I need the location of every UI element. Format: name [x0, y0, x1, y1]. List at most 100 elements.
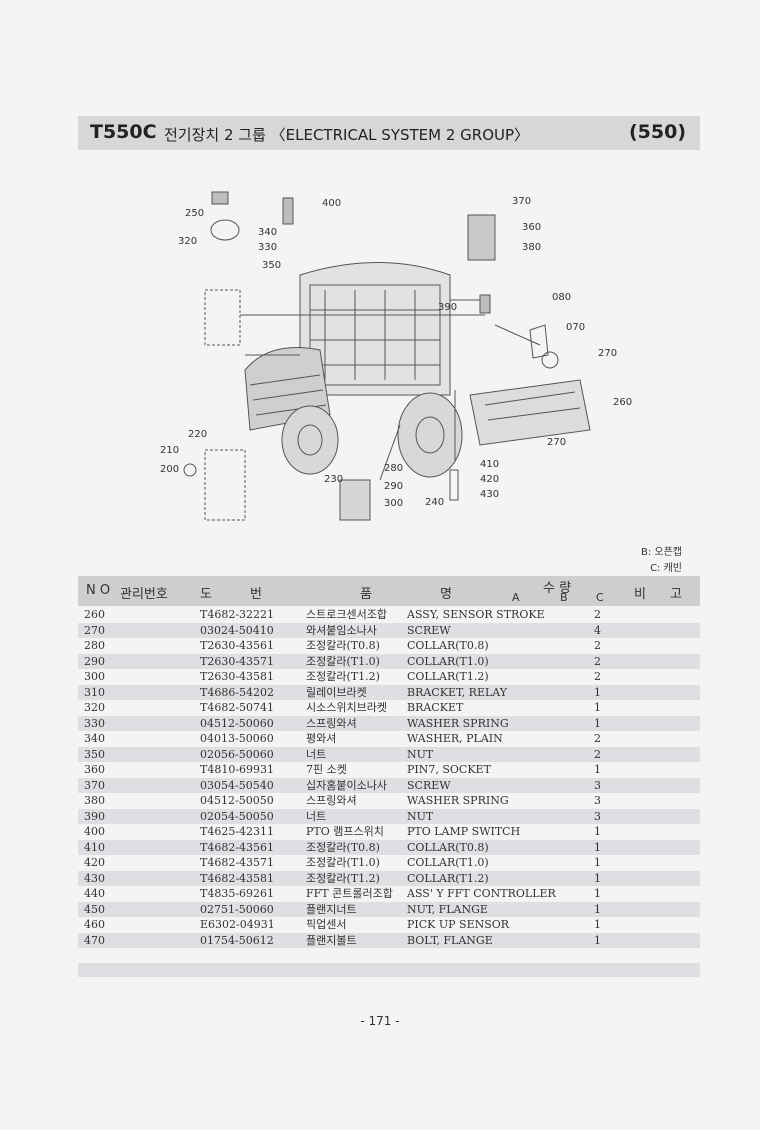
- row-name-english: BOLT, FLANGE: [407, 933, 493, 947]
- row-no: 280: [84, 639, 105, 652]
- row-no: 450: [84, 902, 105, 916]
- row-quantity: 1: [594, 887, 601, 900]
- row-no: 440: [84, 887, 105, 900]
- row-name-english: ASS' Y FFT CONTROLLER: [407, 887, 556, 900]
- callout-240: 240: [425, 497, 444, 508]
- row-part-number: 04512-50050: [200, 794, 274, 807]
- row-name-korean: 와셔붙임소나사: [306, 623, 377, 637]
- row-quantity: 3: [594, 794, 601, 807]
- page-title: 전기장치 2 그룹 〈ELECTRICAL SYSTEM 2 GROUP〉: [164, 126, 530, 144]
- row-name-korean: 십자홈붙이소나사: [306, 778, 387, 792]
- row-name-english: BRACKET, RELAY: [407, 685, 508, 699]
- callout-370: 370: [512, 196, 531, 207]
- row-part-number: T4682-32221: [200, 608, 275, 621]
- row-name-korean: 픽업센서: [306, 918, 347, 931]
- callout-270-bottom: 270: [547, 437, 566, 448]
- row-name-english: PIN7, SOCKET: [407, 763, 491, 776]
- row-name-english: WASHER, PLAIN: [407, 732, 503, 745]
- row-quantity: 2: [594, 747, 601, 761]
- row-part-number: T4682-43571: [200, 856, 275, 869]
- callout-210: 210: [160, 445, 179, 456]
- callout-340: 340: [258, 227, 277, 238]
- model-code: T550C: [90, 121, 157, 143]
- row-no: 330: [84, 716, 105, 730]
- legend-c: C: 캐빈: [650, 563, 682, 574]
- row-quantity: 2: [594, 608, 601, 621]
- row-quantity: 1: [594, 763, 601, 776]
- callout-410: 410: [480, 459, 499, 470]
- header-no: N O: [86, 583, 111, 598]
- row-no: 370: [84, 778, 105, 792]
- legend-b: B: 오픈캡: [640, 547, 682, 558]
- title-bar: T550C 전기장치 2 그룹 〈ELECTRICAL SYSTEM 2 GRO…: [78, 116, 700, 150]
- row-no: 430: [84, 871, 105, 885]
- row-part-number: 04512-50060: [200, 716, 274, 730]
- row-no: 350: [84, 747, 105, 761]
- row-name-korean: 시소스위치브라켓: [306, 701, 387, 714]
- row-no: 410: [84, 840, 105, 854]
- row-name-korean: 플랜지너트: [306, 902, 357, 916]
- row-name-english: NUT: [407, 747, 434, 761]
- row-no: 300: [84, 670, 105, 683]
- callout-080: 080: [552, 292, 571, 303]
- callout-250: 250: [185, 208, 204, 219]
- row-no: 340: [84, 732, 105, 745]
- row-no: 400: [84, 825, 105, 838]
- header-qty-c: C: [596, 591, 604, 604]
- callout-430: 430: [480, 489, 499, 500]
- row-name-korean: 조정칼라(T1.0): [306, 856, 380, 869]
- row-no: 470: [84, 933, 105, 947]
- callout-350: 350: [262, 260, 281, 271]
- row-name-english: COLLAR(T1.0): [407, 654, 489, 668]
- callout-200: 200: [160, 464, 179, 475]
- row-quantity: 1: [594, 856, 601, 869]
- callout-400: 400: [322, 198, 341, 209]
- page-number: - 171 -: [360, 1014, 400, 1028]
- row-name-korean: 릴레이브라켓: [306, 685, 367, 699]
- callout-300: 300: [384, 498, 403, 509]
- row-part-number: 01754-50612: [200, 933, 274, 947]
- row-name-korean: 조정칼라(T1.2): [306, 871, 380, 885]
- row-part-number: T4682-50741: [200, 701, 275, 714]
- row-name-english: COLLAR(T1.2): [407, 670, 489, 683]
- row-name-korean: 조정칼라(T0.8): [306, 639, 380, 652]
- header-beon: 번: [250, 587, 262, 602]
- callout-420: 420: [480, 474, 499, 485]
- row-quantity: 1: [594, 918, 601, 931]
- row-name-korean: 조정칼라(T0.8): [306, 840, 380, 854]
- callout-230: 230: [324, 474, 343, 485]
- callout-220: 220: [188, 429, 207, 440]
- row-part-number: T4835-69261: [200, 887, 275, 900]
- callout-360: 360: [522, 222, 541, 233]
- parts-diagram: 250 400 370 340 360 320 330 380 350 080 …: [150, 180, 650, 540]
- row-name-english: WASHER SPRING: [407, 794, 509, 807]
- callout-330: 330: [258, 242, 277, 253]
- header-mgmt-number: 관리번호: [120, 587, 168, 602]
- row-name-english: PTO LAMP SWITCH: [407, 825, 521, 838]
- row-quantity: 1: [594, 871, 601, 885]
- row-no: 380: [84, 794, 105, 807]
- row-quantity: 1: [594, 933, 601, 947]
- tractor-illustration: [183, 191, 591, 521]
- row-name-english: BRACKET: [407, 701, 464, 714]
- row-name-english: ASSY, SENSOR STROKE: [407, 608, 545, 621]
- row-name-korean: PTO 램프스위치: [306, 825, 384, 838]
- callout-320: 320: [178, 236, 197, 247]
- row-name-korean: 평와셔: [306, 732, 337, 745]
- row-quantity: 1: [594, 840, 601, 854]
- row-part-number: T4686-54202: [200, 685, 275, 699]
- row-name-korean: 플랜지볼트: [306, 933, 357, 947]
- row-no: 390: [84, 809, 105, 823]
- row-part-number: T4810-69931: [200, 763, 275, 776]
- row-part-number: T2630-43571: [200, 654, 275, 668]
- row-quantity: 3: [594, 809, 601, 823]
- header-myeong: 명: [440, 587, 452, 602]
